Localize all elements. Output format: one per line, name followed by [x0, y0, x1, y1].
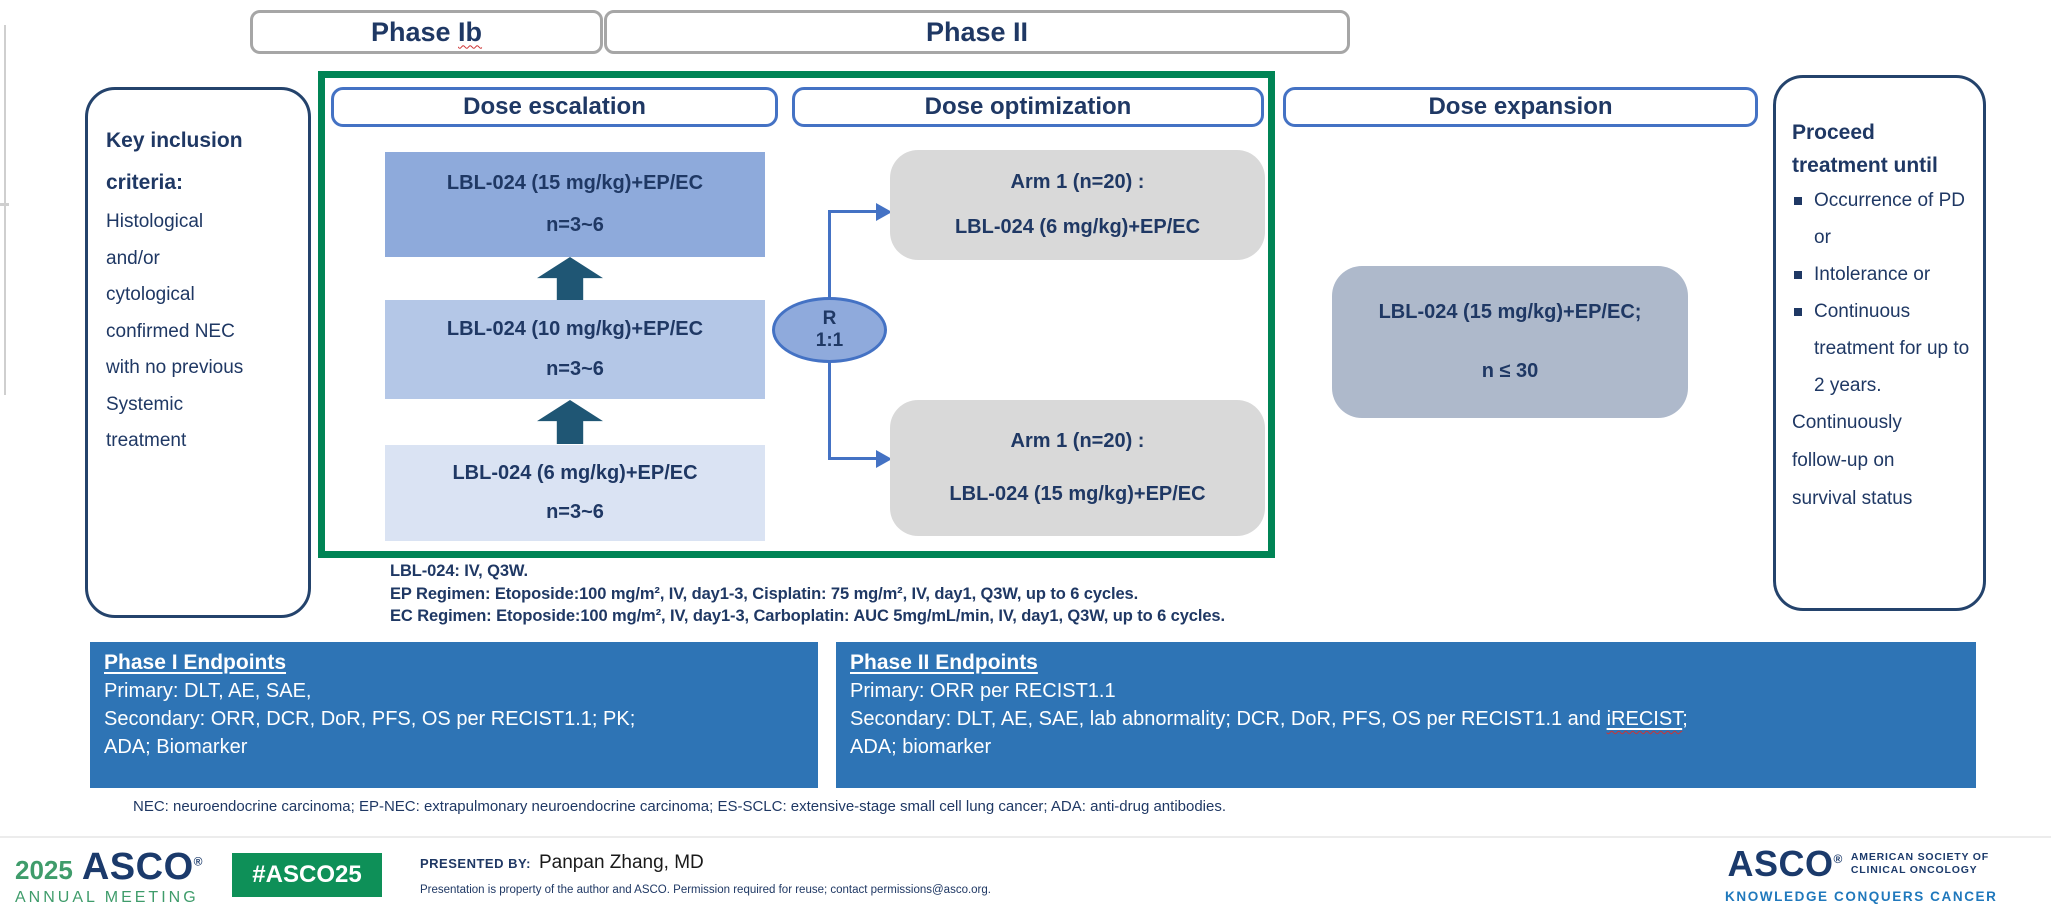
phase2-endpoints-box: Phase II Endpoints Primary: ORR per RECI… — [836, 642, 1976, 788]
phase-ii-label: Phase II — [925, 16, 1029, 47]
escalation-box-6mg: LBL-024 (6 mg/kg)+EP/EC n=3~6 — [385, 445, 765, 541]
phase2-endpoints-title: Phase II Endpoints — [850, 651, 1038, 674]
meeting-year: 2025 — [15, 855, 73, 885]
phase-ib-word: Ib — [458, 16, 483, 47]
connector-line — [828, 210, 878, 213]
arrow-right-icon — [876, 450, 892, 468]
asco-tagline: KNOWLEDGE CONQUERS CANCER — [1725, 889, 1998, 904]
phase2-secondary-line: Secondary: DLT, AE, SAE, lab abnormality… — [850, 708, 1688, 730]
registered-mark-icon: ® — [1833, 852, 1843, 866]
bullet-icon — [1794, 271, 1802, 279]
hashtag-badge: #ASCO25 — [232, 853, 382, 897]
registered-mark-icon: ® — [193, 854, 203, 869]
green-highlight-frame — [318, 71, 1275, 558]
list-item: Intolerance or — [1792, 256, 1973, 293]
dose-optimization-header: Dose optimization — [792, 87, 1264, 127]
escalation-box-15mg: LBL-024 (15 mg/kg)+EP/EC n=3~6 — [385, 152, 765, 257]
copyright-disclaimer: Presentation is property of the author a… — [420, 884, 991, 896]
inclusion-title: Key inclusion criteria: — [106, 129, 243, 194]
asco-society-name: AMERICAN SOCIETY OF CLINICAL ONCOLOGY — [1850, 851, 1989, 876]
arm-box-6mg: Arm 1 (n=20) : LBL-024 (6 mg/kg)+EP/EC — [890, 150, 1265, 260]
abbreviation-footnote: NEC: neuroendocrine carcinoma; EP-NEC: e… — [133, 798, 1227, 815]
meeting-org: ASCO® — [81, 846, 203, 888]
bullet-icon — [1794, 197, 1802, 205]
connector-line — [828, 210, 831, 300]
presented-by-label: PRESENTED BY: — [420, 856, 531, 871]
list-item: Occurrence of PD or — [1792, 182, 1973, 256]
inclusion-criteria-box: Key inclusion criteria: Histological and… — [85, 87, 311, 618]
proceed-treatment-box: Proceed treatment until Occurrence of PD… — [1773, 75, 1986, 611]
expansion-box: LBL-024 (15 mg/kg)+EP/EC; n ≤ 30 — [1332, 266, 1688, 418]
dose-expansion-header: Dose expansion — [1283, 87, 1758, 127]
phase-ib-header: Phase Ib — [250, 10, 603, 54]
connector-line — [828, 361, 831, 460]
randomization-node: R 1:1 — [772, 297, 887, 363]
arm-box-15mg: Arm 1 (n=20) : LBL-024 (15 mg/kg)+EP/EC — [890, 400, 1265, 536]
phase1-endpoints-box: Phase I Endpoints Primary: DLT, AE, SAE,… — [90, 642, 818, 788]
asco-society-logo: ASCO® AMERICAN SOCIETY OF CLINICAL ONCOL… — [1725, 843, 1998, 904]
left-edge-line — [4, 25, 6, 395]
presenter-name: Panpan Zhang, MD — [539, 852, 704, 873]
phase-ii-header: Phase II — [604, 10, 1350, 54]
proceed-title: Proceed treatment until — [1792, 121, 1938, 177]
connector-line — [828, 457, 878, 460]
list-item: Continuous treatment for up to 2 years. — [1792, 293, 1973, 404]
asco-annual-meeting-logo: 2025 ASCO® ANNUAL MEETING — [15, 846, 203, 907]
phase1-endpoints-title: Phase I Endpoints — [104, 651, 287, 674]
meeting-subtitle: ANNUAL MEETING — [15, 889, 199, 906]
bullet-icon — [1794, 308, 1802, 316]
asco-logo-word: ASCO® — [1727, 843, 1843, 884]
regimen-notes: LBL-024: IV, Q3W. EP Regimen: Etoposide:… — [390, 562, 1225, 625]
escalation-box-10mg: LBL-024 (10 mg/kg)+EP/EC n=3~6 — [385, 300, 765, 399]
phase-ib-label: Phase Ib — [370, 16, 483, 47]
arrow-right-icon — [876, 203, 892, 221]
left-edge-tick — [0, 203, 9, 206]
irecist-term: iRECIST — [1606, 708, 1683, 730]
footer-divider — [0, 836, 2051, 838]
presented-by: PRESENTED BY: Panpan Zhang, MD — [420, 852, 704, 874]
dose-escalation-header: Dose escalation — [331, 87, 778, 127]
